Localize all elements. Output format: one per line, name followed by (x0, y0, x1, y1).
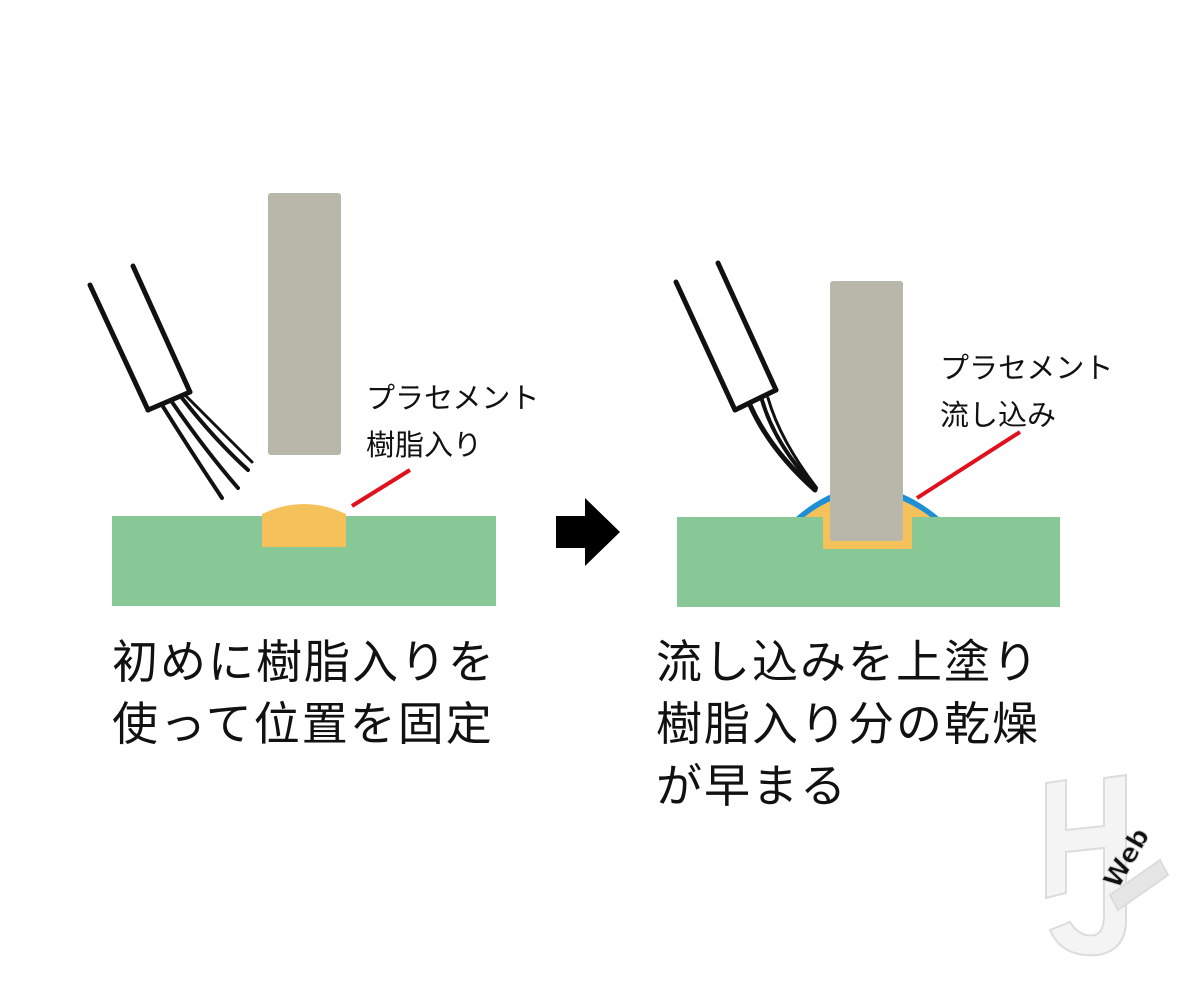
right-label-line-1: プラセメント (940, 351, 1113, 385)
left-illustration: プラセメント 樹脂入り (87, 193, 539, 606)
right-caption-line-2: 樹脂入り分の乾燥 (656, 697, 1040, 751)
right-caption-line-3: が早まる (656, 759, 848, 813)
right-leader-line (915, 430, 1022, 500)
left-pin (268, 193, 341, 455)
arrow-right-icon (556, 498, 620, 566)
left-label-line-2: 樹脂入り (366, 428, 482, 462)
left-leader-line (350, 468, 412, 508)
left-caption-line-2: 使って位置を固定 (112, 697, 494, 751)
right-label-line-2: 流し込み (940, 398, 1056, 432)
left-brush-icon (87, 263, 254, 500)
hjweb-logo: Web (1045, 773, 1170, 957)
left-resin-bead (262, 504, 346, 547)
left-label-line-1: プラセメント (366, 381, 539, 415)
right-caption-line-1: 流し込みを上塗り (656, 635, 1040, 689)
left-caption-line-1: 初めに樹脂入りを (112, 635, 496, 689)
right-pin (830, 281, 903, 541)
right-illustration: プラセメント 流し込み (673, 260, 1113, 607)
right-brush-icon (673, 260, 818, 493)
